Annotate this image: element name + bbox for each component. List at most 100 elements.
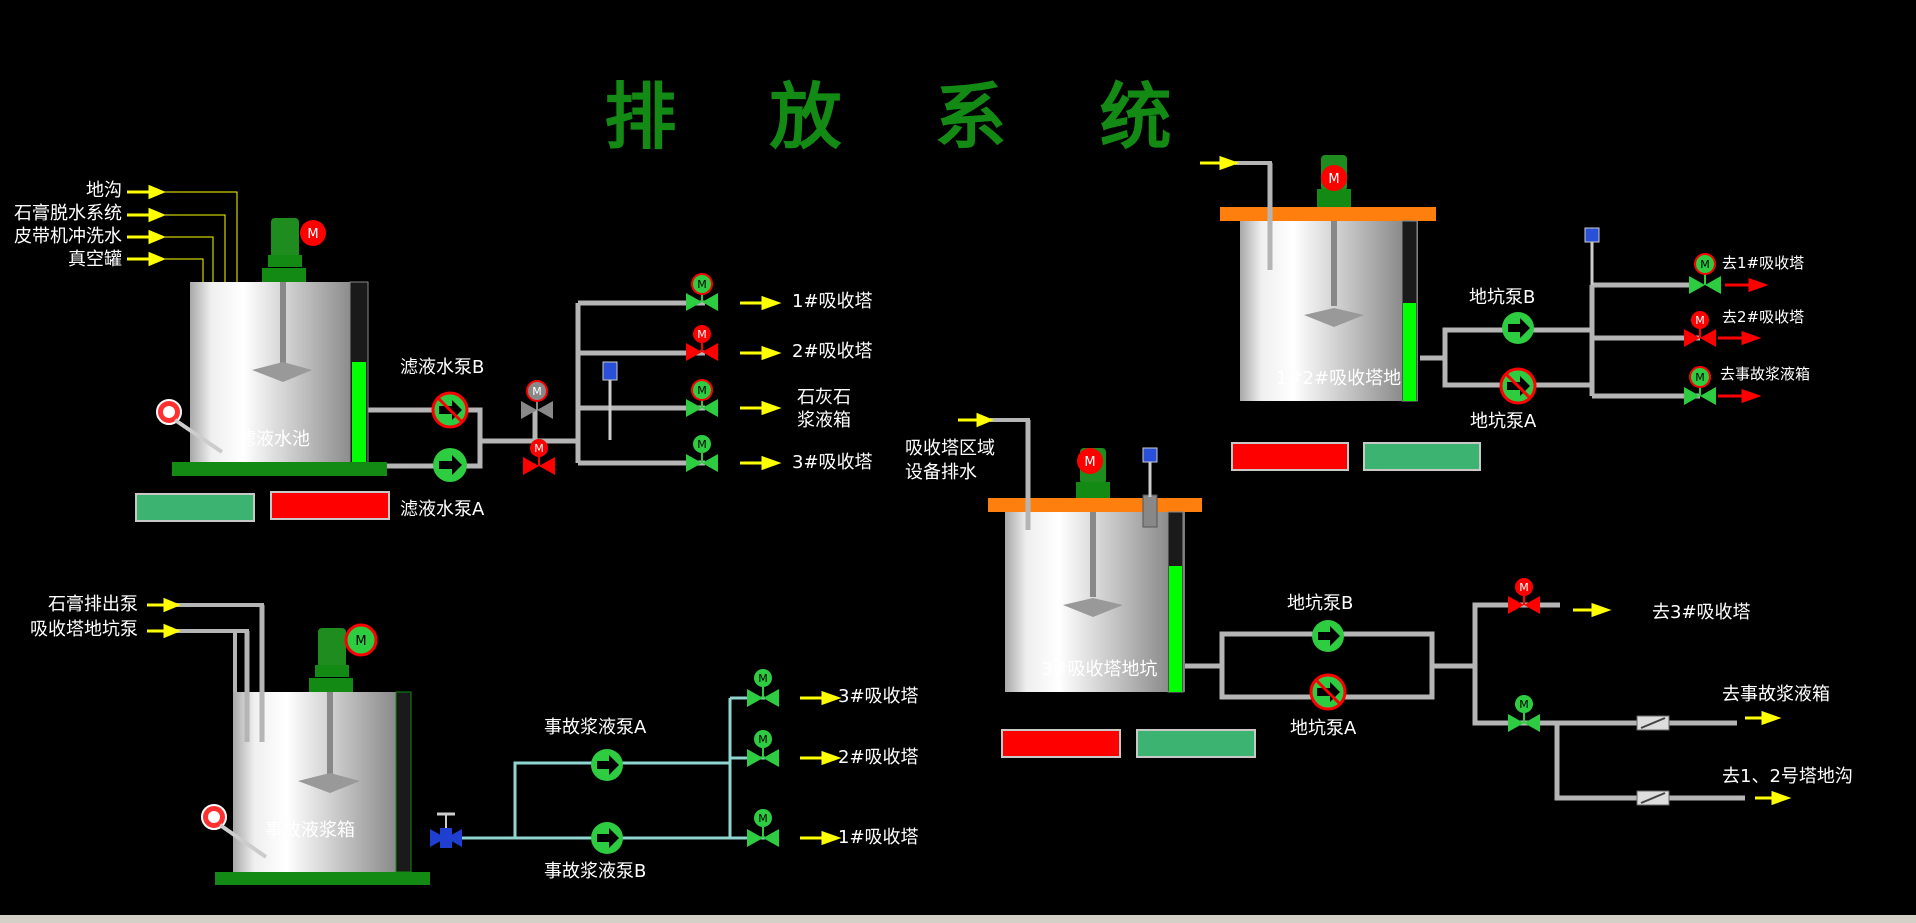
instruments (156, 227, 1600, 859)
pit3-outlet-label-drain: 去1、2号塔地沟 (1722, 766, 1853, 787)
input-label-ditch: 地沟 (86, 180, 122, 201)
outlet-limestone-valve-icon[interactable]: M (686, 379, 718, 417)
accident-tank-label: 事故液浆箱 (265, 820, 355, 841)
pit3-valve-main-icon[interactable]: M (1508, 695, 1540, 732)
svg-text:M: M (758, 812, 768, 825)
accident-pump-a-icon[interactable] (591, 749, 623, 781)
pit12-outlet-label-2: 去2#吸收塔 (1722, 308, 1805, 326)
outlet-label-limestone: 石灰石 (797, 387, 851, 408)
outlet-2-valve-icon[interactable]: M (686, 325, 718, 361)
input-label-gypsum-dewatering: 石膏脱水系统 (14, 203, 122, 224)
pit3-input-label-2: 设备排水 (905, 462, 977, 483)
pit3-agitator-motor-icon[interactable]: M (1077, 448, 1103, 474)
pit12-outlet-label-1: 去1#吸收塔 (1722, 254, 1805, 272)
svg-text:M: M (1695, 314, 1705, 327)
pit3-outlet-label-3: 去3#吸收塔 (1652, 602, 1751, 623)
svg-text:M: M (1519, 698, 1529, 711)
filtrate-pressure-gauge-icon (602, 361, 618, 440)
accident-outlet-label-1: 1#吸收塔 (838, 827, 919, 848)
pit12-pump-a-label: 地坑泵A (1470, 411, 1537, 432)
outlet-label-2: 2#吸收塔 (792, 341, 873, 362)
motor-indicators: M M M M (300, 165, 1347, 657)
pit12-valve-to-2-icon[interactable]: M (1684, 311, 1716, 347)
pit12-start-button[interactable] (1363, 442, 1481, 471)
pit3-input-label-1: 吸收塔区域 (905, 438, 995, 459)
check-valve-drain-icon (1636, 790, 1670, 806)
check-valve-accident-icon (1636, 715, 1670, 731)
input-label-vacuum-tank: 真空罐 (68, 249, 122, 270)
svg-text:M: M (355, 634, 366, 649)
status-bar (0, 915, 1916, 923)
pit12-level (1403, 303, 1416, 401)
pit3-pump-b-label: 地坑泵B (1287, 593, 1354, 614)
pit3-tank-label: 3#吸收塔地坑 (1041, 659, 1158, 680)
accident-outlet-label-2: 2#吸收塔 (838, 747, 919, 768)
page-title: 排 放 系 统 (604, 74, 1206, 159)
svg-text:M: M (697, 384, 707, 397)
svg-text:M: M (697, 278, 707, 291)
pit12-outlet-label-accident: 去事故浆液箱 (1720, 365, 1811, 383)
pit3-pressure-gauge-icon (1142, 447, 1158, 497)
svg-text:M: M (1700, 258, 1710, 271)
filtrate-valve-b-icon[interactable]: M (521, 380, 553, 419)
svg-text:M: M (1519, 581, 1529, 594)
filtrate-pump-a-icon[interactable] (433, 448, 467, 482)
valves: M M M M M (430, 253, 1721, 848)
accident-temperature-probe-icon (201, 804, 268, 859)
pit3-start-button[interactable] (1136, 729, 1256, 758)
outlet-label-3: 3#吸收塔 (792, 452, 873, 473)
pit12-agitator-motor-icon[interactable]: M (1321, 165, 1347, 191)
outlet-label-1: 1#吸收塔 (792, 291, 873, 312)
pit3-pump-a-label: 地坑泵A (1290, 718, 1357, 739)
pit12-valve-to-accident-icon[interactable]: M (1684, 366, 1716, 405)
svg-text:M: M (697, 438, 707, 451)
accident-manual-valve-icon[interactable] (430, 812, 462, 848)
accident-outlet-2-valve-icon[interactable]: M (747, 730, 779, 767)
svg-text:M: M (758, 672, 768, 685)
pit12-valve-to-1-icon[interactable]: M (1689, 253, 1721, 294)
filtrate-stop-button[interactable] (270, 491, 390, 520)
svg-text:M: M (532, 385, 542, 398)
pit3-stop-button[interactable] (1001, 729, 1121, 758)
pit12-pump-b-label: 地坑泵B (1469, 287, 1536, 308)
svg-text:M: M (1084, 455, 1095, 470)
outlet-label-slurry-tank: 浆液箱 (797, 410, 851, 431)
pit12-tank-label: 1#2#吸收塔地 (1276, 368, 1402, 389)
filtrate-level (352, 362, 366, 464)
accident-outlet-1-valve-icon[interactable]: M (747, 809, 779, 847)
filtrate-pump-b-label: 滤液水泵B (400, 357, 485, 378)
filtrate-valve-a-icon[interactable]: M (523, 439, 555, 475)
accident-agitator-motor-icon[interactable]: M (344, 623, 378, 657)
input-label-gypsum-pump: 石膏排出泵 (48, 594, 138, 615)
filtrate-pump-b-icon[interactable] (431, 391, 469, 429)
outlet-3-valve-icon[interactable]: M (686, 435, 718, 472)
svg-text:M: M (307, 227, 318, 242)
pit12-pump-b-icon[interactable] (1502, 312, 1534, 344)
accident-outlet-3-valve-icon[interactable]: M (747, 669, 779, 707)
pit3-pump-a-icon[interactable] (1309, 673, 1347, 711)
pit3-level (1169, 566, 1182, 692)
pit12-pump-a-icon[interactable] (1499, 367, 1537, 405)
svg-text:M: M (1328, 172, 1339, 187)
inlet-pipes (244, 163, 1273, 742)
input-label-belt-wash: 皮带机冲洗水 (14, 226, 122, 247)
filtrate-agitator-motor-icon[interactable]: M (300, 220, 326, 246)
outlet-1-valve-icon[interactable]: M (686, 273, 718, 311)
pit12-pressure-gauge-icon (1584, 227, 1600, 285)
filtrate-pump-a-label: 滤液水泵A (400, 499, 485, 520)
accident-outlet-label-3: 3#吸收塔 (838, 686, 919, 707)
input-label-absorber-pit-pump: 吸收塔地坑泵 (30, 619, 138, 640)
svg-text:M: M (758, 733, 768, 746)
pit3-valve-to-3-icon[interactable]: M (1508, 578, 1540, 614)
accident-pump-b-label: 事故浆液泵B (544, 861, 647, 882)
filtrate-start-button[interactable] (135, 493, 255, 522)
pit3-pump-b-icon[interactable] (1312, 620, 1344, 652)
pit12-stop-button[interactable] (1231, 442, 1349, 471)
pit3-outlet-label-accident: 去事故浆液箱 (1722, 684, 1830, 705)
filtrate-tank-label: 滤液水池 (238, 429, 310, 450)
accident-pump-b-icon[interactable] (591, 822, 623, 854)
accident-pump-a-label: 事故浆液泵A (544, 717, 647, 738)
flow-arrows (127, 155, 1792, 846)
svg-text:M: M (1695, 371, 1705, 384)
